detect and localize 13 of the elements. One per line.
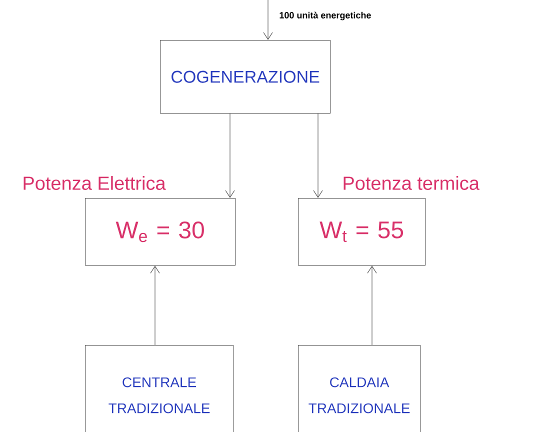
arrow: [225, 113, 235, 198]
arrow: [263, 0, 273, 40]
process-box: W$_{e}$ = 30: [85, 198, 236, 266]
process-box: CENTRALE TRADIZIONALE: [85, 345, 234, 432]
arrow: [367, 266, 377, 346]
process-box: COGENERAZIONE: [160, 40, 331, 114]
heading: Potenza termica: [344, 176, 480, 190]
arrow: [313, 113, 323, 198]
arrow: [150, 266, 160, 346]
process-box: W$_{t}$ = 55: [298, 198, 426, 266]
edge-label: 100 unità energetiche: [278, 10, 372, 22]
heading: Potenza Elettrica: [24, 176, 166, 190]
process-box: CALDAIA TRADIZIONALE: [298, 345, 421, 432]
